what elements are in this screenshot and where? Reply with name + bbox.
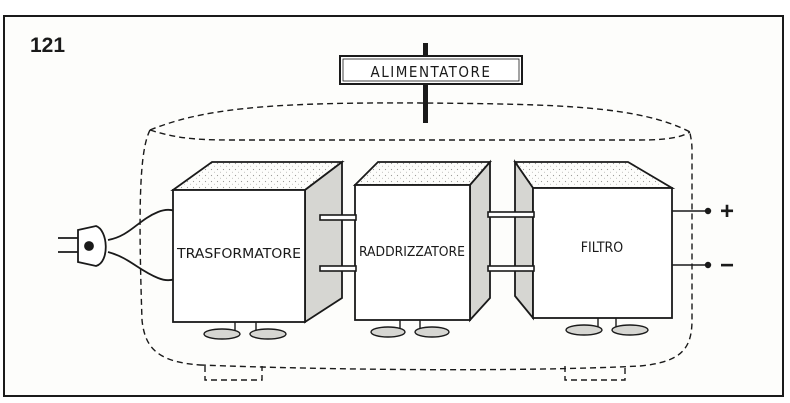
sign-label: ALIMENTATORE	[371, 63, 492, 81]
sign-post	[340, 43, 522, 123]
plug-icon	[58, 210, 180, 280]
block-label-trasformatore: TRASFORMATORE	[176, 247, 301, 262]
block-label-raddrizzatore: RADDRIZZATORE	[359, 245, 465, 260]
block-raddrizzatore	[355, 162, 490, 320]
block-label-filtro: FILTRO	[581, 240, 623, 256]
output-negative-label: −	[720, 252, 734, 279]
output-positive-label: +	[720, 198, 734, 225]
block-trasformatore	[173, 162, 342, 322]
